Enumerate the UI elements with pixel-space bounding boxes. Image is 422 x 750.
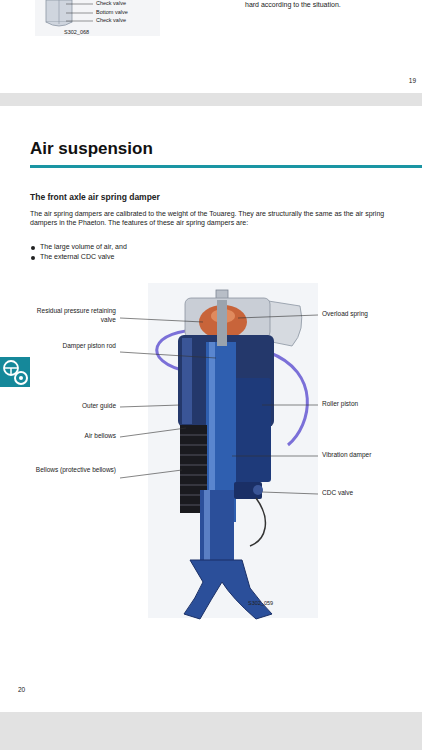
chassis-icon: [0, 357, 30, 387]
part-label: Bellows (protective bellows): [26, 466, 116, 475]
figure-number: S302_059: [248, 600, 308, 607]
body-text: hard according to the situation.: [245, 0, 415, 9]
part-label: Residual pressure retaining valve: [26, 307, 116, 325]
bullet-dot: [31, 256, 35, 260]
air-spring-damper-illustration: [148, 283, 318, 619]
leader-lines: [120, 315, 318, 494]
part-label: Bottom valve: [96, 9, 166, 16]
bullet-text: The external CDC valve: [40, 252, 340, 261]
bullet-dot: [31, 246, 35, 250]
body-text: The air spring dampers are calibrated to…: [30, 209, 398, 228]
page-gap-band: [0, 93, 422, 106]
part-label: Vibration damper: [322, 451, 417, 460]
section-title: Air suspension: [30, 138, 153, 161]
title-rule: [30, 165, 422, 168]
subheading: The front axle air spring damper: [30, 192, 400, 203]
page-number: 20: [18, 686, 48, 695]
part-label: Outer guide: [26, 402, 116, 411]
figure-number: S302_068: [64, 29, 124, 36]
page-number: 19: [386, 77, 416, 86]
part-label: Roller piston: [322, 400, 417, 409]
part-label: Check valve: [96, 17, 166, 24]
bullet-text: The large volume of air, and: [40, 242, 340, 251]
part-label: Overload spring: [322, 310, 417, 319]
part-label: CDC valve: [322, 489, 417, 498]
page-gap-band: [0, 712, 422, 750]
part-label: Check valve: [96, 0, 166, 7]
part-label: Air bellows: [26, 432, 116, 441]
part-label: Damper piston rod: [26, 342, 116, 351]
